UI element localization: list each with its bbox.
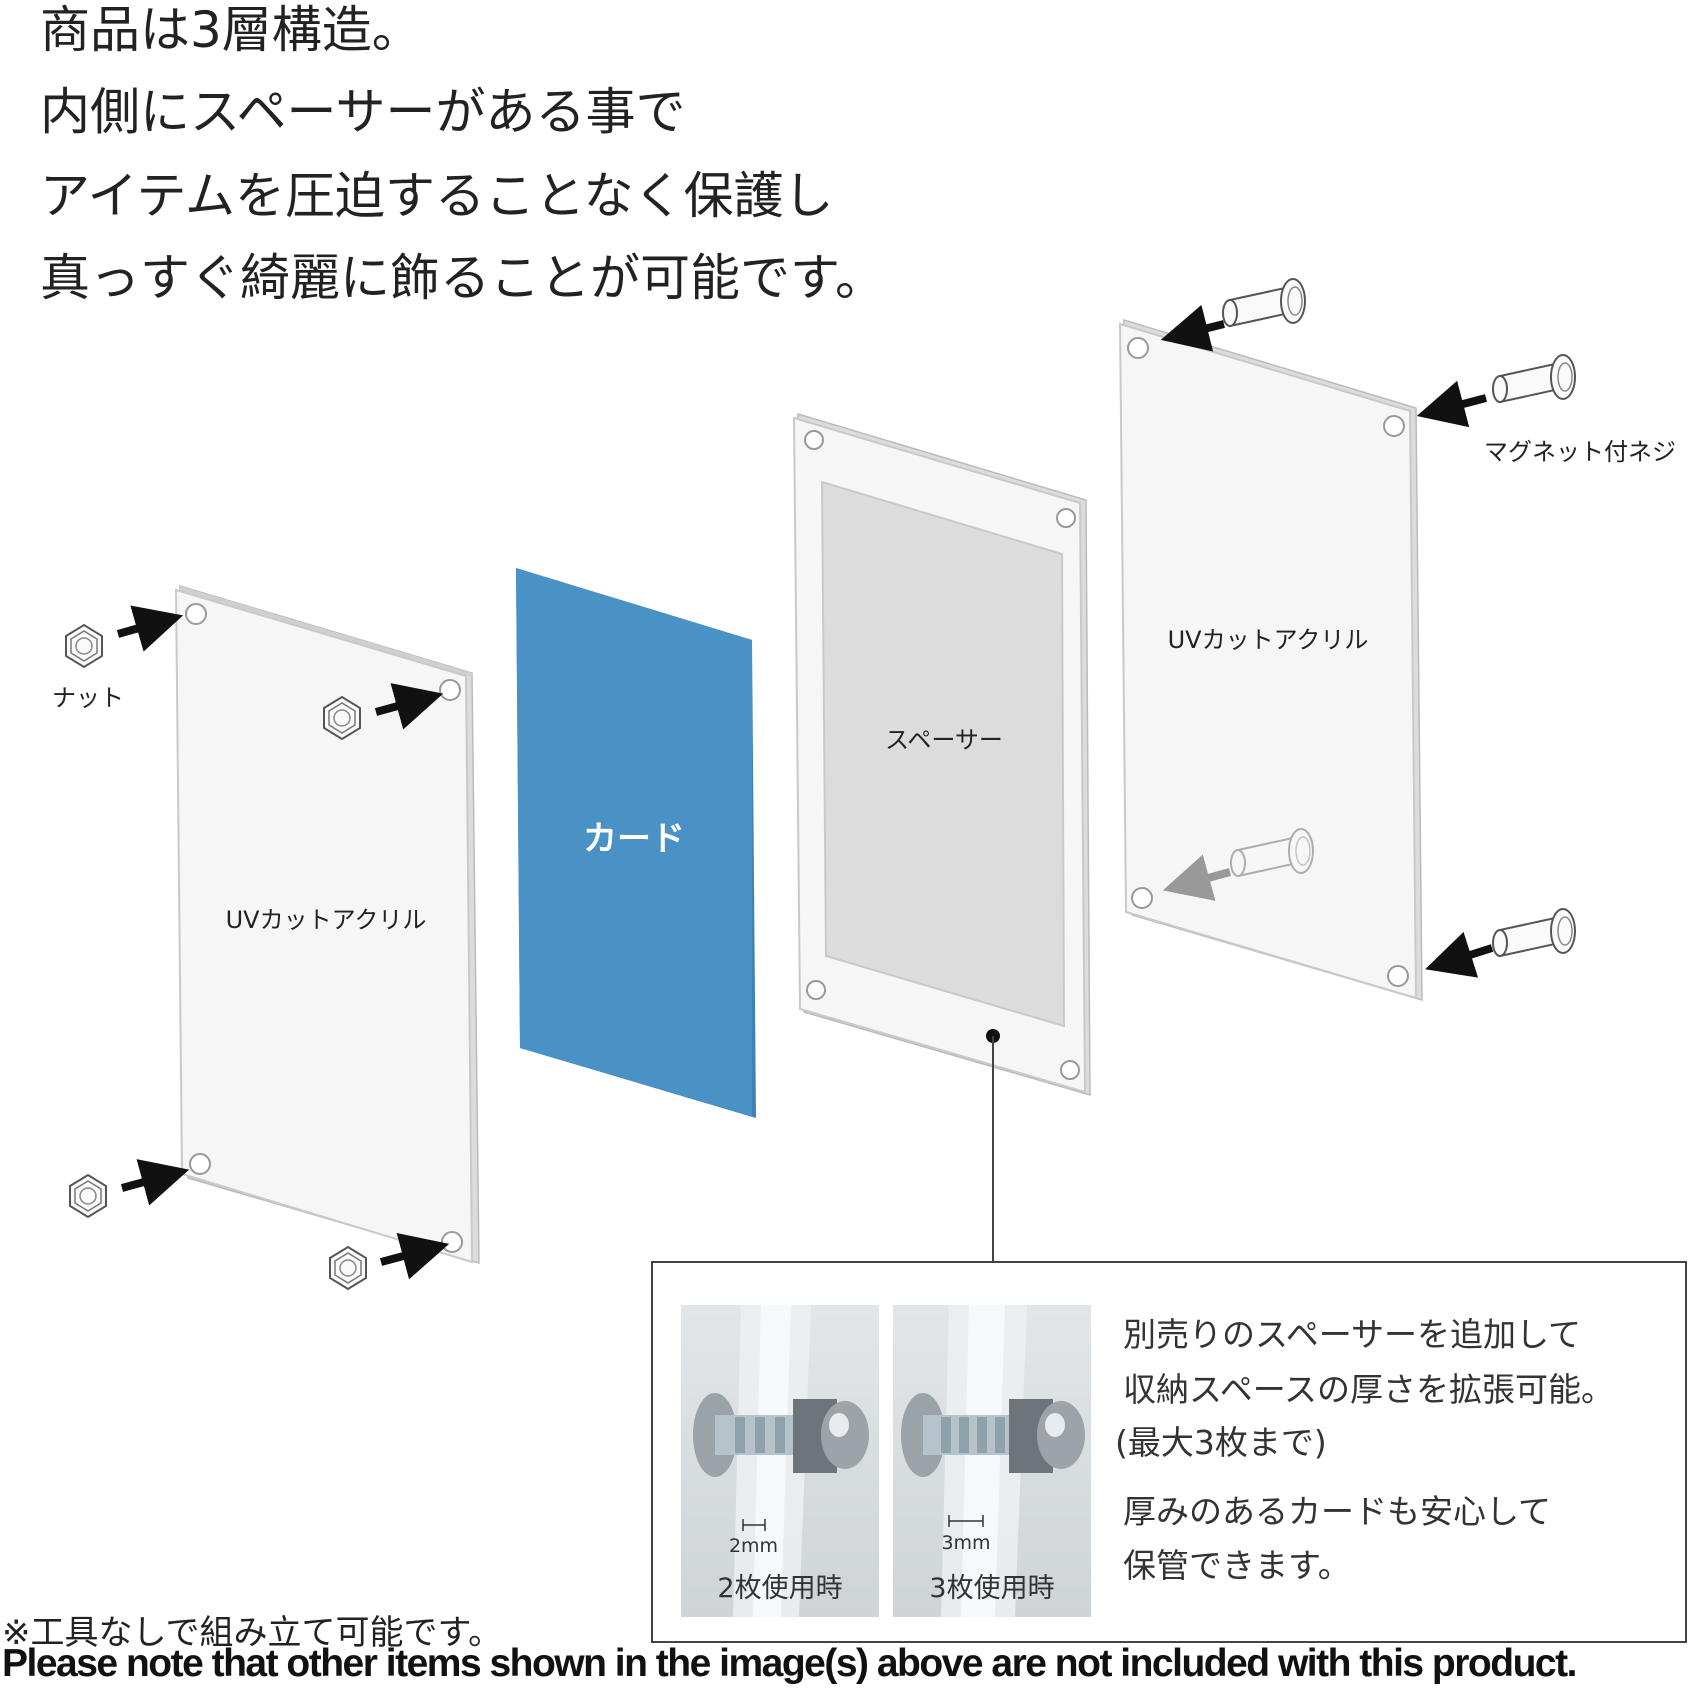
nut-arrow-icon (116, 605, 450, 1280)
caption-three-spacers: 3枚使用時 (929, 1573, 1055, 1604)
info-text-line-3: (最大3枚まで) (1115, 1423, 1327, 1462)
info-text-line-4: 厚みのあるカードも安心して (1123, 1492, 1552, 1531)
headline-line-1: 商品は3層構造。 (40, 1, 422, 59)
bolt-photo-icon (693, 1305, 869, 1617)
front-acrylic-panel: UVカットアクリル (174, 584, 480, 1265)
disclaimer-note: Please note that other items shown in th… (2, 1642, 1577, 1685)
screw-arrow-icon (1160, 304, 1494, 978)
measure-three-spacers: 3mm (941, 1532, 991, 1554)
card: カード (516, 568, 756, 1118)
photo-two-spacers: 2mm 2枚使用時 (681, 1305, 879, 1617)
info-text-line-5: 保管できます。 (1123, 1546, 1351, 1585)
back-acrylic-panel: UVカットアクリル (1118, 318, 1423, 1002)
front-acrylic-label: UVカットアクリル (226, 906, 427, 934)
headline-line-3: アイテムを圧迫することなく保護し (40, 167, 834, 225)
assembly-note: ※工具なしで組み立て可能です。 (2, 1613, 503, 1653)
measure-two-spacers: 2mm (728, 1535, 779, 1557)
nut-label: ナット (52, 684, 124, 712)
headline-line-2: 内側にスペーサーがある事で (40, 83, 686, 141)
card-label: カード (583, 819, 685, 859)
photo-three-spacers: 3mm 3枚使用時 (893, 1305, 1091, 1617)
info-text-line-1: 別売りのスペーサーを追加して (1123, 1315, 1582, 1354)
headline-line-4: 真っすぐ綺麗に飾ることが可能です。 (40, 249, 885, 307)
back-acrylic-label: UVカットアクリル (1168, 626, 1369, 654)
bolt-photo-icon (901, 1305, 1085, 1617)
caption-two-spacers: 2枚使用時 (717, 1573, 843, 1604)
spacer-info-box: 2mm 2枚使用時 3mm 3枚使用時 別売りのスペーサーを追加して 収納スペー… (651, 1261, 1687, 1643)
callout-connector (986, 1029, 1000, 1261)
screw-label: マグネット付ネジ (1484, 438, 1676, 466)
info-text-line-2: 収納スペースの厚さを拡張可能。 (1123, 1370, 1615, 1409)
spacer-frame: スペーサー (792, 412, 1091, 1097)
spacer-label: スペーサー (885, 726, 1003, 754)
